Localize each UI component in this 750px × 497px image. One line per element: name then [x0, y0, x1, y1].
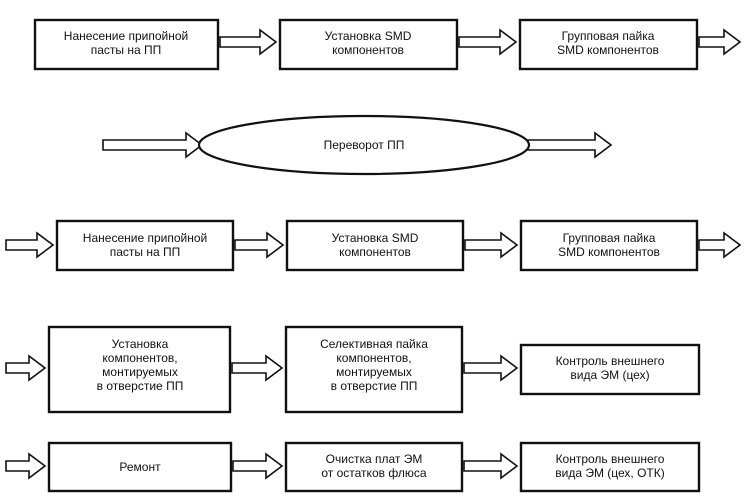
flow-arrow — [5, 452, 47, 480]
step-label-line: Установка SMD — [332, 231, 419, 245]
flow-arrow — [231, 354, 284, 382]
step-label-line: Ремонт — [119, 460, 161, 474]
step-label-line: от остатков флюса — [321, 466, 427, 480]
step-label-line: Нанесение припойной — [83, 231, 207, 245]
step-label-line: Переворот ПП — [324, 138, 405, 152]
step-label-line: Контроль внешнего — [556, 452, 665, 466]
step-label-line: в отверстие ПП — [97, 379, 184, 393]
step-label-line: пасты на ПП — [110, 245, 181, 259]
step-label-line: монтируемых — [102, 365, 178, 379]
flow-arrows — [5, 28, 742, 480]
flow-arrow — [219, 28, 278, 56]
step-label-line: компонентов — [339, 245, 411, 259]
step-label-line: компонентов, — [336, 351, 411, 365]
step-label-line: SMD компонентов — [558, 245, 660, 259]
step-flip-board: Переворот ПП — [197, 114, 531, 176]
step-label-line: Групповая пайка — [562, 29, 655, 43]
flow-arrow — [458, 28, 518, 56]
flow-arrow — [527, 131, 613, 159]
step-label-line: вида ЭМ (цех) — [570, 368, 649, 382]
step-label-line: компонентов, — [102, 351, 177, 365]
step-label-line: Установка SMD — [325, 29, 412, 43]
step-label-line: Групповая пайка — [563, 231, 656, 245]
step-label-line: компонентов — [332, 43, 404, 57]
step-label-line: в отверстие ПП — [331, 379, 418, 393]
step-label-line: Очистка плат ЭМ — [326, 452, 423, 466]
flow-arrow — [698, 28, 742, 56]
step-label-line: вида ЭМ (цех, ОТК) — [555, 466, 665, 480]
step-label-line: Контроль внешнего — [556, 354, 665, 368]
step-label-line: Установка — [112, 337, 169, 351]
step-label-line: Селективная пайка — [320, 337, 428, 351]
flow-arrow — [464, 231, 519, 259]
flow-arrow — [698, 231, 742, 259]
step-label-line: пасты на ПП — [91, 43, 162, 57]
step-label-line: Нанесение припойной — [64, 29, 188, 43]
step-label-line: монтируемых — [336, 365, 412, 379]
flow-arrow — [102, 131, 204, 159]
flow-arrow — [232, 452, 284, 480]
flow-arrow — [463, 452, 519, 480]
step-label: Переворот ПП — [324, 138, 405, 152]
flow-arrow — [5, 231, 55, 259]
flow-arrow — [234, 231, 285, 259]
step-label-line: SMD компонентов — [557, 43, 659, 57]
step-repair: Ремонт — [47, 441, 233, 493]
step-label: Ремонт — [119, 460, 161, 474]
flow-arrow — [463, 354, 519, 382]
flow-arrow — [5, 354, 47, 382]
